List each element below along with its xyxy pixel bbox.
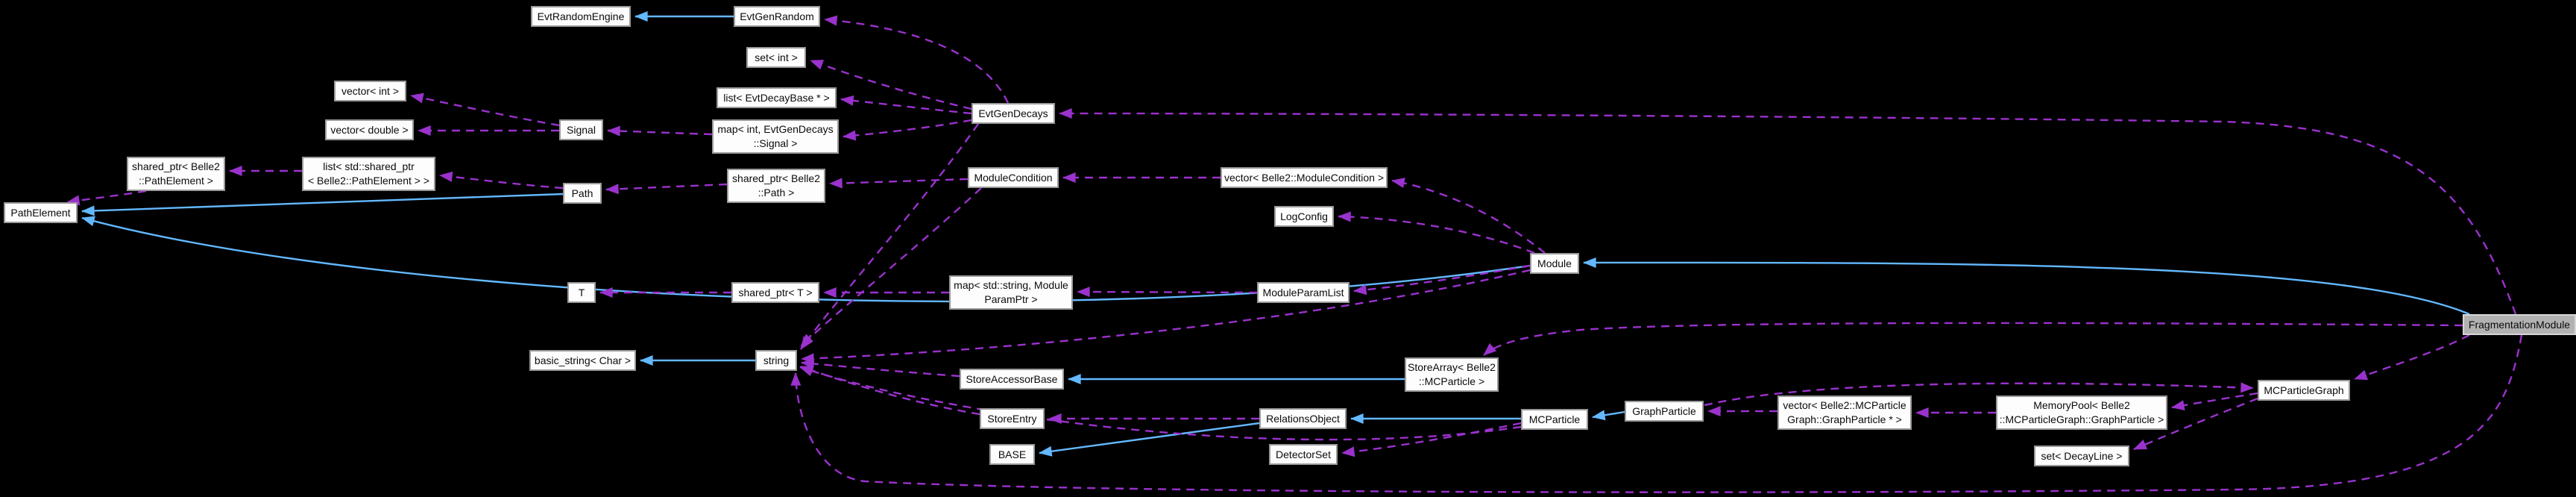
edge-shared_ptr_Path-to-Path [605,183,728,195]
edge-GraphParticle-to-MCParticleGraph [1704,382,2254,407]
edge-map_int_Signal-to-Signal [607,125,713,137]
node-vector_ModuleCondition[interactable]: vector< Belle2::ModuleCondition > [1221,167,1388,188]
edge-EvtGenDecays-to-list_EvtDecayBase [840,95,972,115]
node-MCParticleGraph[interactable]: MCParticleGraph [2258,380,2350,401]
edge-shared_ptr_PathElement-to-PathElement [66,190,147,206]
edge-ModuleCondition-to-shared_ptr_Path [829,178,969,189]
node-set_DecayLine[interactable]: set< DecayLine > [2034,446,2129,466]
node-FragmentationModule: FragmentationModule [2463,314,2576,335]
node-EvtGenRandom[interactable]: EvtGenRandom [734,6,820,27]
node-vector_int[interactable]: vector< int > [334,81,406,101]
edge-ModuleCondition-to-string [800,187,982,347]
edge-FragmentationModule-to-Module [1583,257,2470,316]
edge-MCParticleGraph-to-set_DecayLine [2133,397,2258,451]
edge-Path-to-list_shared_ptr_PathElement [439,171,564,190]
edge-MCParticle-to-DetectorSet [1341,422,1522,457]
node-vector_GraphParticle_ptr[interactable]: vector< Belle2::MCParticle Graph::GraphP… [1777,396,1912,430]
edge-EvtGenDecays-to-set_int [810,59,972,110]
edge-Path-to-PathElement [81,193,564,216]
node-LogConfig[interactable]: LogConfig [1274,206,1334,227]
edge-EvtGenDecays-to-string [800,123,979,350]
node-StoreEntry[interactable]: StoreEntry [980,408,1045,429]
node-MemoryPool_GraphParticle[interactable]: MemoryPool< Belle2 ::MCParticleGraph::Gr… [1996,396,2167,430]
node-basic_string_Char[interactable]: basic_string< Char > [529,350,636,371]
node-PathElement[interactable]: PathElement [4,202,78,223]
node-shared_ptr_T[interactable]: shared_ptr< T > [731,282,819,303]
node-Path[interactable]: Path [563,183,602,204]
node-BASE[interactable]: BASE [989,444,1035,465]
node-RelationsObject[interactable]: RelationsObject [1259,408,1347,429]
node-GraphParticle[interactable]: GraphParticle [1625,401,1704,422]
edge-Module-to-ModuleParamList [1353,264,1531,296]
edge-MCParticleGraph-to-MemoryPool_GraphParticle [2171,392,2258,411]
node-Module[interactable]: Module [1530,253,1579,274]
edge-ModuleParamList-to-map_string_ModuleParamPtr [1077,287,1258,298]
edge-EvtGenDecays-to-map_int_Signal [843,119,972,141]
node-EvtGenDecays[interactable]: EvtGenDecays [971,103,1055,124]
edge-Module-to-LogConfig [1338,211,1535,254]
node-string[interactable]: string [755,350,797,371]
edge-Signal-to-vector_int [410,93,560,127]
edges [66,11,2523,493]
edge-GraphParticle-to-MCParticle [1592,410,1625,421]
node-set_int[interactable]: set< int > [746,47,806,68]
node-ModuleCondition[interactable]: ModuleCondition [968,167,1059,188]
node-map_int_Signal[interactable]: map< int, EvtGenDecays ::Signal > [712,119,839,154]
edge-MCParticle-to-string [799,366,1522,441]
edge-Module-to-vector_ModuleCondition [1391,178,1546,254]
node-shared_ptr_PathElement[interactable]: shared_ptr< Belle2 ::PathElement > [127,157,225,191]
edge-FragmentationModule-to-MCParticleGraph [2354,334,2470,381]
edge-FragmentationModule-to-EvtGenDecays [1059,108,2517,315]
node-DetectorSet[interactable]: DetectorSet [1269,444,1338,465]
node-list_EvtDecayBase[interactable]: list< EvtDecayBase * > [717,87,837,108]
node-T[interactable]: T [567,282,596,303]
node-MCParticle[interactable]: MCParticle [1521,409,1588,430]
node-Signal[interactable]: Signal [559,119,603,140]
node-ModuleParamList[interactable]: ModuleParamList [1257,282,1350,303]
edge-StoreEntry-to-string [800,365,980,416]
edge-EvtGenDecays-to-EvtGenRandom [824,15,1010,104]
edge-FragmentationModule-to-string [790,334,2523,493]
node-vector_double[interactable]: vector< double > [325,119,414,140]
edge-Module-to-string [801,269,1531,364]
node-shared_ptr_Path[interactable]: shared_ptr< Belle2 ::Path > [727,169,825,203]
node-EvtRandomEngine[interactable]: EvtRandomEngine [531,6,631,27]
node-StoreAccessorBase[interactable]: StoreAccessorBase [960,369,1064,390]
node-list_shared_ptr_PathElement[interactable]: list< std::shared_ptr < Belle2::PathElem… [302,157,435,191]
edge-StoreAccessorBase-to-string [801,358,960,378]
node-StoreArray_MCParticle[interactable]: StoreArray< Belle2 ::MCParticle > [1405,357,1499,392]
node-map_string_ModuleParamPtr[interactable]: map< std::string, Module ParamPtr > [949,275,1073,310]
edge-FragmentationModule-to-StoreArray_MCParticle [1483,322,2463,356]
edge-RelationsObject-to-BASE [1039,422,1260,457]
